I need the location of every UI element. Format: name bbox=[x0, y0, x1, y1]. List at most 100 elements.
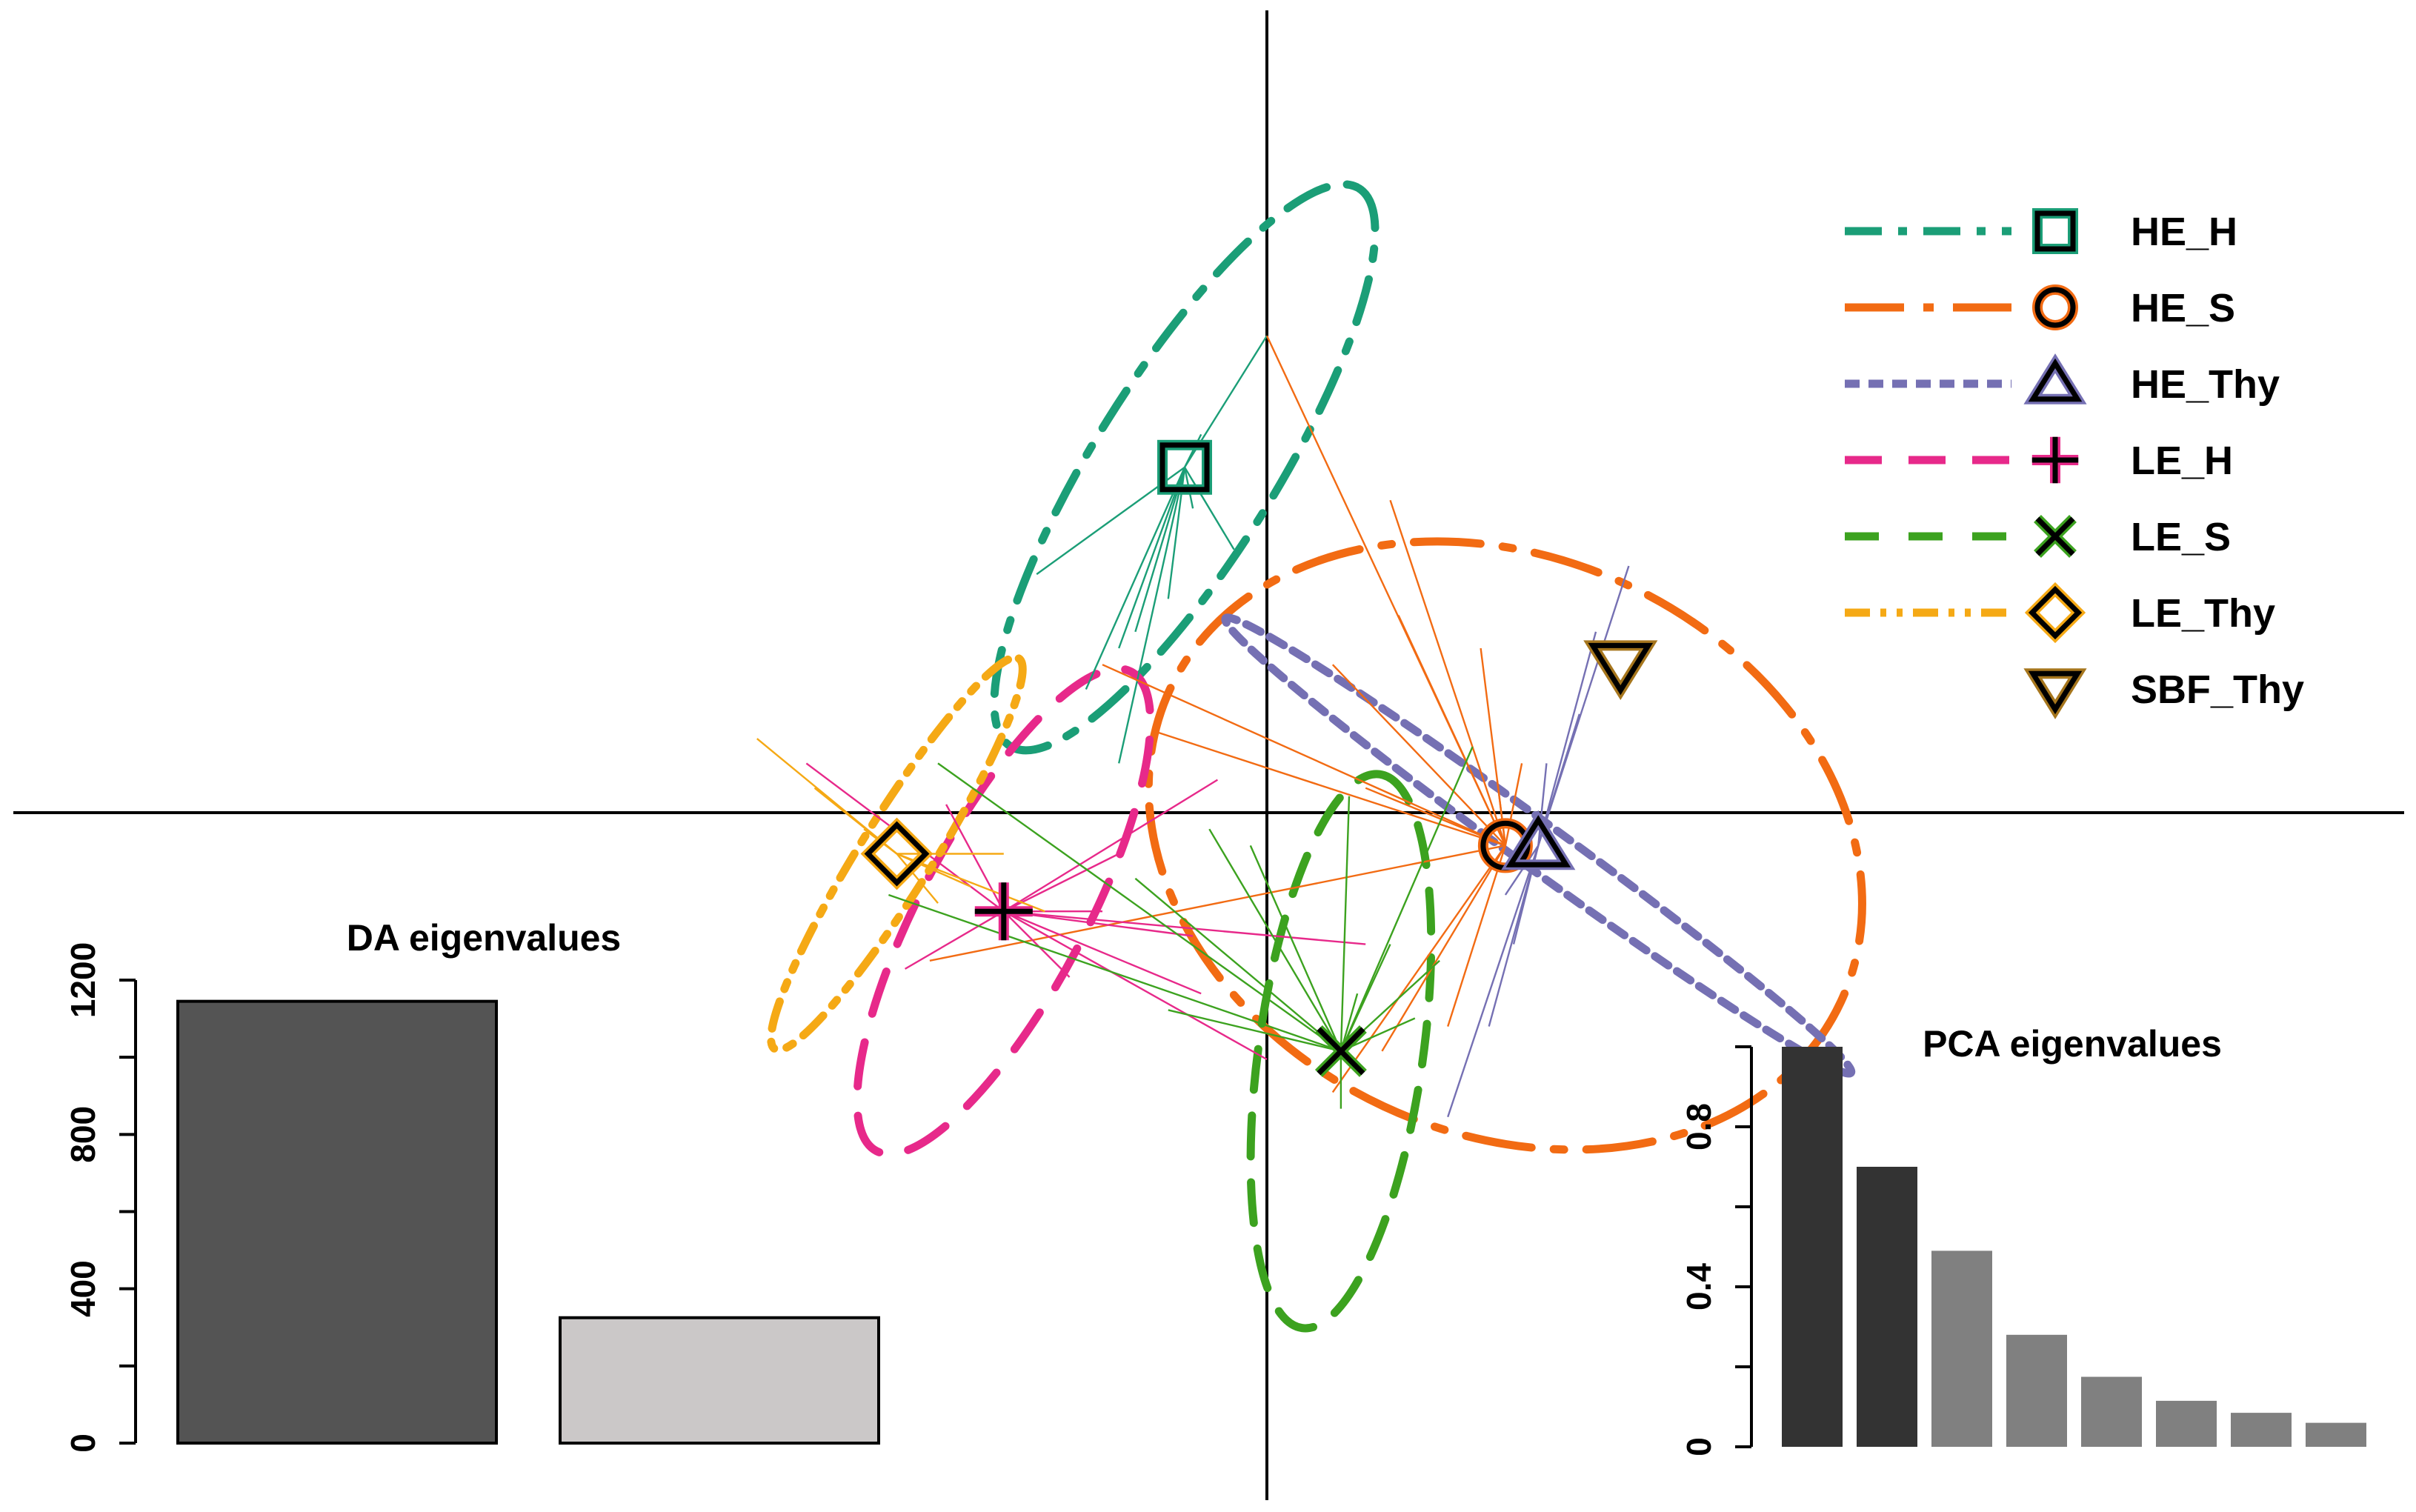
ellipse-le-thy bbox=[767, 653, 1027, 1054]
zero-axes bbox=[13, 10, 2404, 1500]
da-bar-2 bbox=[559, 1316, 880, 1445]
segment-he-h-3 bbox=[1118, 467, 1186, 764]
segment-le-h-7 bbox=[1002, 910, 1071, 978]
marker-core bbox=[864, 821, 930, 887]
marker-core bbox=[1588, 642, 1654, 696]
centroid-he-thy bbox=[1501, 810, 1576, 870]
segment-he-thy-4 bbox=[1447, 845, 1540, 1118]
legend-entry-he-s: HE_S bbox=[1845, 284, 2235, 330]
segment-le-s-12 bbox=[1249, 845, 1342, 1052]
ellipse-le-s bbox=[1246, 770, 1436, 1333]
da-bar-1 bbox=[176, 999, 498, 1445]
segment-le-s-0 bbox=[937, 762, 1342, 1052]
segment-le-h-3 bbox=[1003, 910, 1268, 1061]
da-y-tick-label: 800 bbox=[64, 1106, 102, 1163]
marker-outline bbox=[2023, 668, 2087, 719]
legend-marker bbox=[2023, 353, 2087, 404]
marker-core bbox=[1159, 442, 1210, 493]
segment-le-thy-6 bbox=[896, 853, 971, 887]
segment-he-s-1 bbox=[1389, 499, 1507, 846]
da-y-tick-label: 400 bbox=[64, 1260, 102, 1317]
legend-label: LE_H bbox=[2131, 439, 2233, 483]
segment-he-s-8 bbox=[1496, 779, 1507, 846]
legend-entry-sbf-thy: SBF_Thy bbox=[2023, 667, 2304, 719]
segment-le-h-4 bbox=[1003, 853, 1119, 913]
group-ellipses bbox=[767, 180, 1866, 1333]
segment-he-s-13 bbox=[1381, 845, 1506, 1052]
point-segments bbox=[756, 335, 1630, 1118]
legend-entry-he-h: HE_H bbox=[1845, 208, 2237, 254]
pca-y-tick-label: 0.8 bbox=[1680, 1103, 1718, 1150]
pca-bar-4 bbox=[2006, 1334, 2067, 1447]
segment-le-s-8 bbox=[1340, 746, 1474, 1052]
legend-label: LE_S bbox=[2131, 515, 2231, 559]
segment-he-thy-3 bbox=[1488, 845, 1540, 1027]
marker-core bbox=[1317, 1027, 1365, 1076]
marker-core bbox=[2034, 210, 2076, 252]
legend-label: HE_Thy bbox=[2131, 362, 2280, 407]
segment-he-s-5 bbox=[1331, 664, 1506, 847]
segment-le-h-8 bbox=[904, 910, 1005, 970]
da-y-tick-label: 1200 bbox=[64, 942, 102, 1018]
segment-le-h-9 bbox=[1003, 910, 1194, 937]
marker-core bbox=[2028, 585, 2083, 640]
legend-label: HE_S bbox=[2131, 286, 2235, 330]
segment-he-h-8 bbox=[1085, 467, 1186, 690]
marker-outline bbox=[2024, 582, 2086, 644]
marker-core bbox=[1505, 815, 1571, 867]
segment-le-s-2 bbox=[1340, 796, 1351, 1051]
group-centroids bbox=[860, 439, 1658, 1077]
segment-he-thy-5 bbox=[1537, 631, 1597, 846]
pca-y-tick-label: 0.4 bbox=[1680, 1263, 1718, 1310]
segment-he-s-11 bbox=[1447, 845, 1507, 1027]
segment-le-s-11 bbox=[1134, 877, 1342, 1052]
segment-he-thy-7 bbox=[1504, 845, 1540, 896]
legend-marker bbox=[2023, 668, 2087, 719]
da-title: DA eigenvalues bbox=[347, 917, 622, 959]
pca-y-tick-label: 0 bbox=[1680, 1437, 1718, 1456]
segment-le-h-0 bbox=[1003, 779, 1219, 913]
legend-marker bbox=[2032, 284, 2078, 330]
segment-he-s-4 bbox=[1102, 664, 1506, 847]
ellipse-he-s bbox=[1144, 537, 1866, 1154]
legend-entry-le-s: LE_S bbox=[1845, 515, 2231, 559]
centroid-le-h bbox=[974, 882, 1033, 941]
centroid-le-thy bbox=[860, 817, 934, 890]
pca-bar-1 bbox=[1782, 1047, 1843, 1447]
legend-marker bbox=[2024, 582, 2086, 644]
segment-he-h-5 bbox=[1183, 467, 1235, 550]
segment-le-h-2 bbox=[945, 804, 1005, 912]
legend-label: HE_H bbox=[2131, 210, 2237, 254]
marker-core bbox=[2031, 436, 2079, 484]
centroid-sbf-thy bbox=[1583, 640, 1658, 700]
marker-core bbox=[2035, 516, 2075, 556]
pca-bar-8 bbox=[2306, 1422, 2366, 1447]
segment-le-s-9 bbox=[1208, 828, 1342, 1052]
pca-bar-6 bbox=[2156, 1400, 2217, 1447]
segment-le-thy-5 bbox=[896, 853, 939, 904]
marker-core bbox=[2034, 287, 2076, 328]
legend-entry-le-h: LE_H bbox=[1845, 436, 2233, 484]
segment-he-s-2 bbox=[1397, 615, 1506, 846]
marker-outline bbox=[1583, 640, 1658, 700]
segment-he-s-12 bbox=[1331, 845, 1506, 1093]
legend-label: SBF_Thy bbox=[2131, 667, 2304, 712]
marker-core bbox=[2028, 670, 2083, 715]
segment-le-s-10 bbox=[1168, 1009, 1342, 1053]
legend-entry-le-thy: LE_Thy bbox=[1845, 582, 2275, 644]
legend-marker bbox=[2032, 208, 2078, 254]
legend-marker bbox=[2031, 436, 2079, 484]
segment-le-h-5 bbox=[1003, 910, 1366, 945]
marker-outline bbox=[2032, 208, 2078, 254]
centroid-he-h bbox=[1157, 439, 1212, 495]
marker-outline bbox=[2023, 353, 2087, 404]
segment-le-h-6 bbox=[1003, 910, 1202, 995]
pca-bar-2 bbox=[1857, 1167, 1917, 1447]
segment-he-s-9 bbox=[1504, 763, 1523, 846]
centroid-le-s bbox=[1314, 1025, 1367, 1077]
segment-he-h-7 bbox=[1183, 433, 1202, 468]
